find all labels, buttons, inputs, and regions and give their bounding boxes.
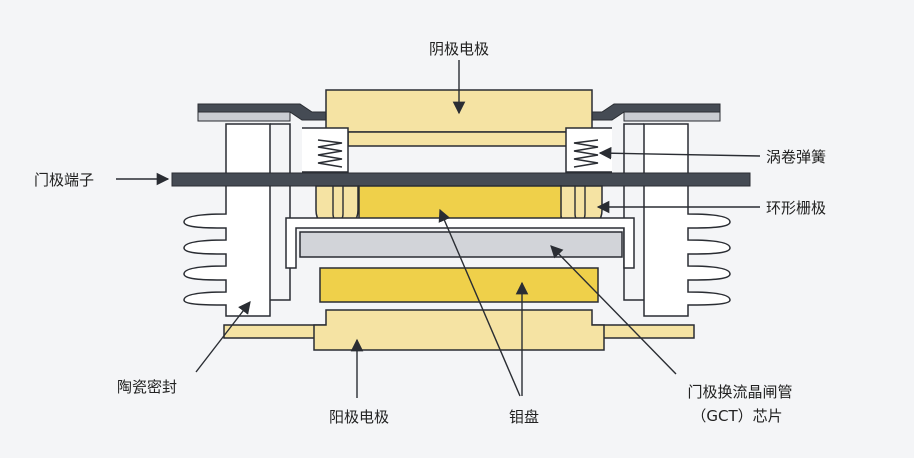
housing-frame-right <box>623 123 644 301</box>
ceramic-seal-arrow <box>195 301 251 373</box>
label-gct-chip-line1: 门极换流晶闸管 <box>687 383 792 401</box>
gct-wafer <box>299 231 623 258</box>
label-molybdenum-disc: 钼盘 <box>509 408 539 426</box>
ceramic-housing-right <box>643 123 731 317</box>
moly-arrow-upper <box>438 208 521 397</box>
wafer-housing <box>285 217 635 269</box>
label-anode: 阳极电极 <box>329 408 389 426</box>
label-gate-terminal: 门极端子 <box>34 171 94 189</box>
cathode-stem <box>347 131 571 147</box>
gct-chip-arrow <box>550 245 677 375</box>
spiral-spring-arrow <box>598 146 761 160</box>
spiral-spring-left <box>317 139 343 168</box>
gate-terminal-bar <box>171 172 751 187</box>
label-gct-chip-line2: （GCT）芯片 <box>691 407 782 425</box>
cathode-flange-band-right <box>623 111 721 122</box>
housing-frame-left <box>270 123 291 301</box>
label-spiral-spring: 涡卷弹簧 <box>766 148 826 166</box>
ceramic-housing-left <box>183 123 271 317</box>
cathode-flange-band-left <box>197 111 291 122</box>
label-ceramic-seal: 陶瓷密封 <box>117 378 177 396</box>
label-ring-gate: 环形栅极 <box>766 199 826 217</box>
anode-electrode <box>313 309 605 351</box>
spiral-spring-right <box>573 139 599 168</box>
molybdenum-disc-upper <box>358 185 562 221</box>
spring-bracket-left <box>302 127 349 173</box>
spring-bracket-right <box>565 127 612 173</box>
molybdenum-disc-lower <box>319 267 599 303</box>
label-cathode: 阴极电极 <box>429 40 489 58</box>
